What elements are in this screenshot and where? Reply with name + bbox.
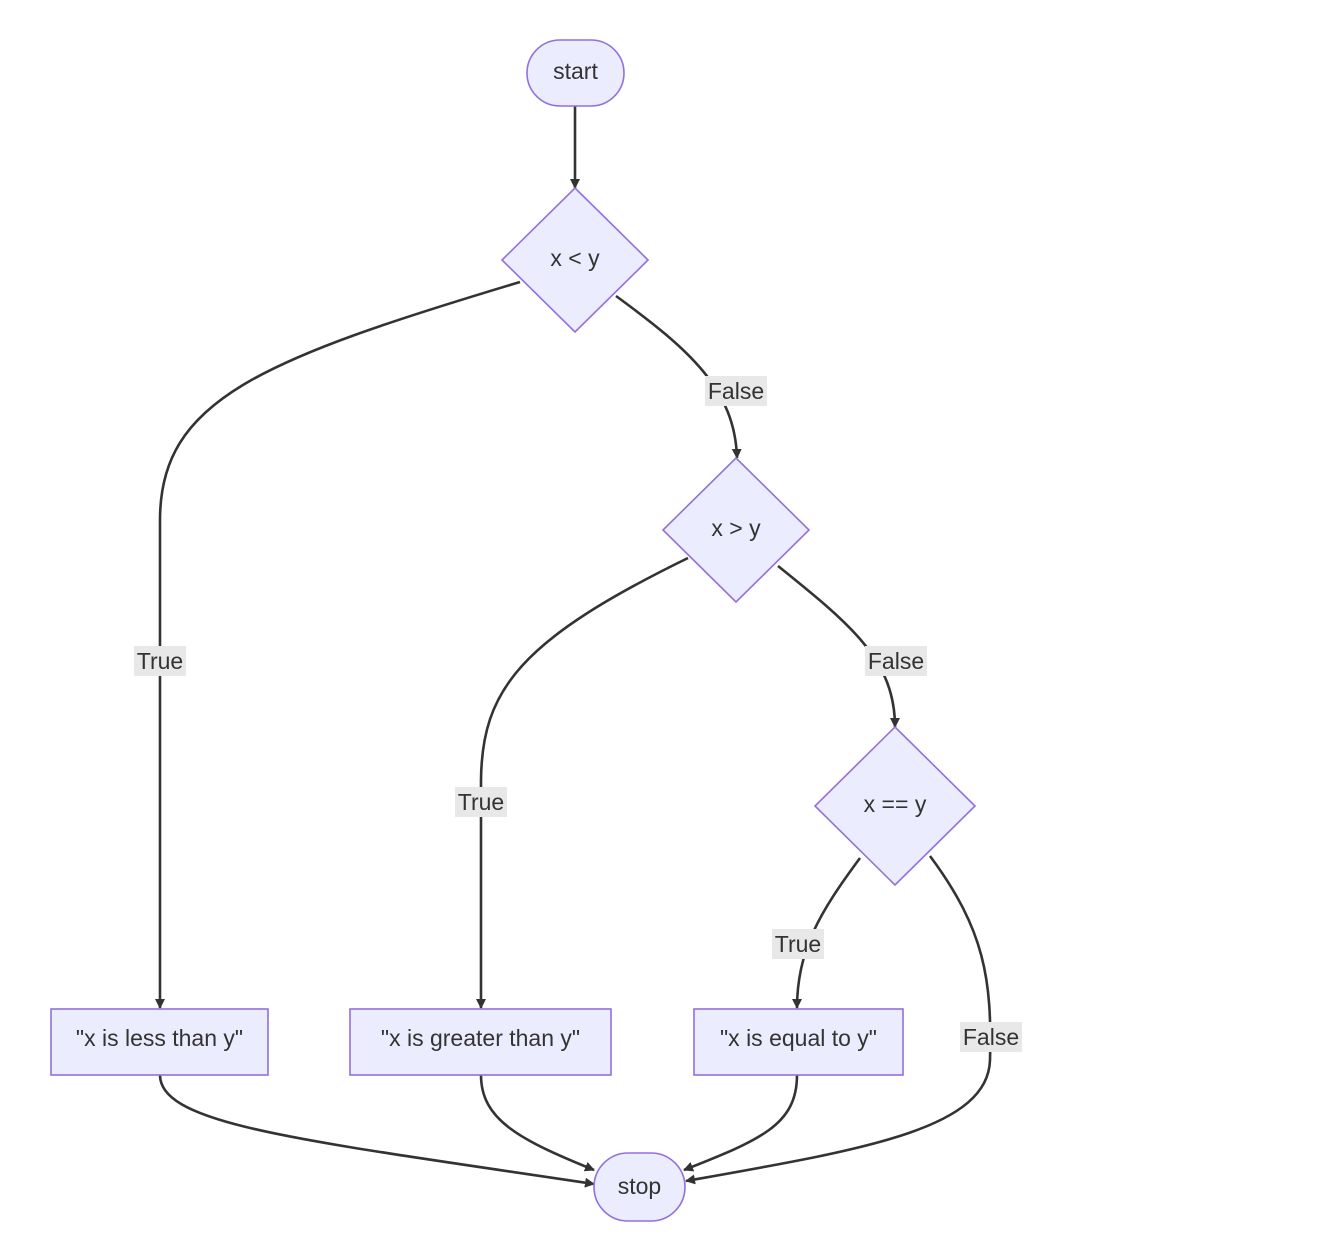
edge-greater-to-stop	[479, 1074, 595, 1172]
edge-label-lt-true: True	[134, 646, 186, 676]
node-out-greater-label: "x is greater than y"	[381, 1025, 580, 1051]
node-cond-gt-label: x > y	[711, 515, 761, 541]
edge-label-gt-true: True	[455, 787, 507, 817]
edge-cond-lt-false	[615, 294, 742, 459]
node-start-label: start	[553, 58, 598, 84]
edge-label-lt-true-text: True	[137, 648, 183, 674]
node-out-equal: "x is equal to y"	[693, 1008, 904, 1076]
node-out-less: "x is less than y"	[50, 1008, 269, 1076]
node-stop-label: stop	[618, 1173, 661, 1199]
edge-label-lt-false: False	[705, 376, 767, 406]
edge-equal-to-stop	[683, 1074, 799, 1172]
node-cond-eq-label: x == y	[864, 791, 927, 817]
node-out-greater: "x is greater than y"	[349, 1008, 612, 1076]
node-out-equal-label: "x is equal to y"	[720, 1025, 877, 1051]
edge-cond-gt-false	[777, 564, 900, 728]
node-start: start	[526, 39, 625, 107]
nodes: start x < y x > y x == y "x is less than…	[50, 39, 977, 1222]
edge-labels: False True False True True False	[134, 376, 1022, 1052]
edge-label-lt-false-text: False	[708, 378, 764, 404]
edge-label-gt-false-text: False	[868, 648, 924, 674]
node-cond-lt-label: x < y	[550, 245, 600, 271]
edge-label-eq-false: False	[960, 1022, 1022, 1052]
edge-less-to-stop	[158, 1074, 595, 1188]
node-cond-gt: x > y	[661, 456, 811, 604]
edge-label-eq-false-text: False	[963, 1024, 1019, 1050]
edge-label-eq-true: True	[772, 929, 824, 959]
edge-label-gt-false: False	[865, 646, 927, 676]
edge-cond-gt-true	[476, 556, 689, 1009]
node-cond-eq: x == y	[813, 725, 977, 887]
node-out-less-label: "x is less than y"	[76, 1025, 243, 1051]
node-cond-lt: x < y	[500, 186, 650, 334]
edge-label-eq-true-text: True	[775, 931, 821, 957]
edge-cond-eq-false	[685, 855, 992, 1185]
edge-label-gt-true-text: True	[458, 789, 504, 815]
node-stop: stop	[593, 1152, 686, 1222]
edge-cond-lt-true	[155, 280, 521, 1009]
